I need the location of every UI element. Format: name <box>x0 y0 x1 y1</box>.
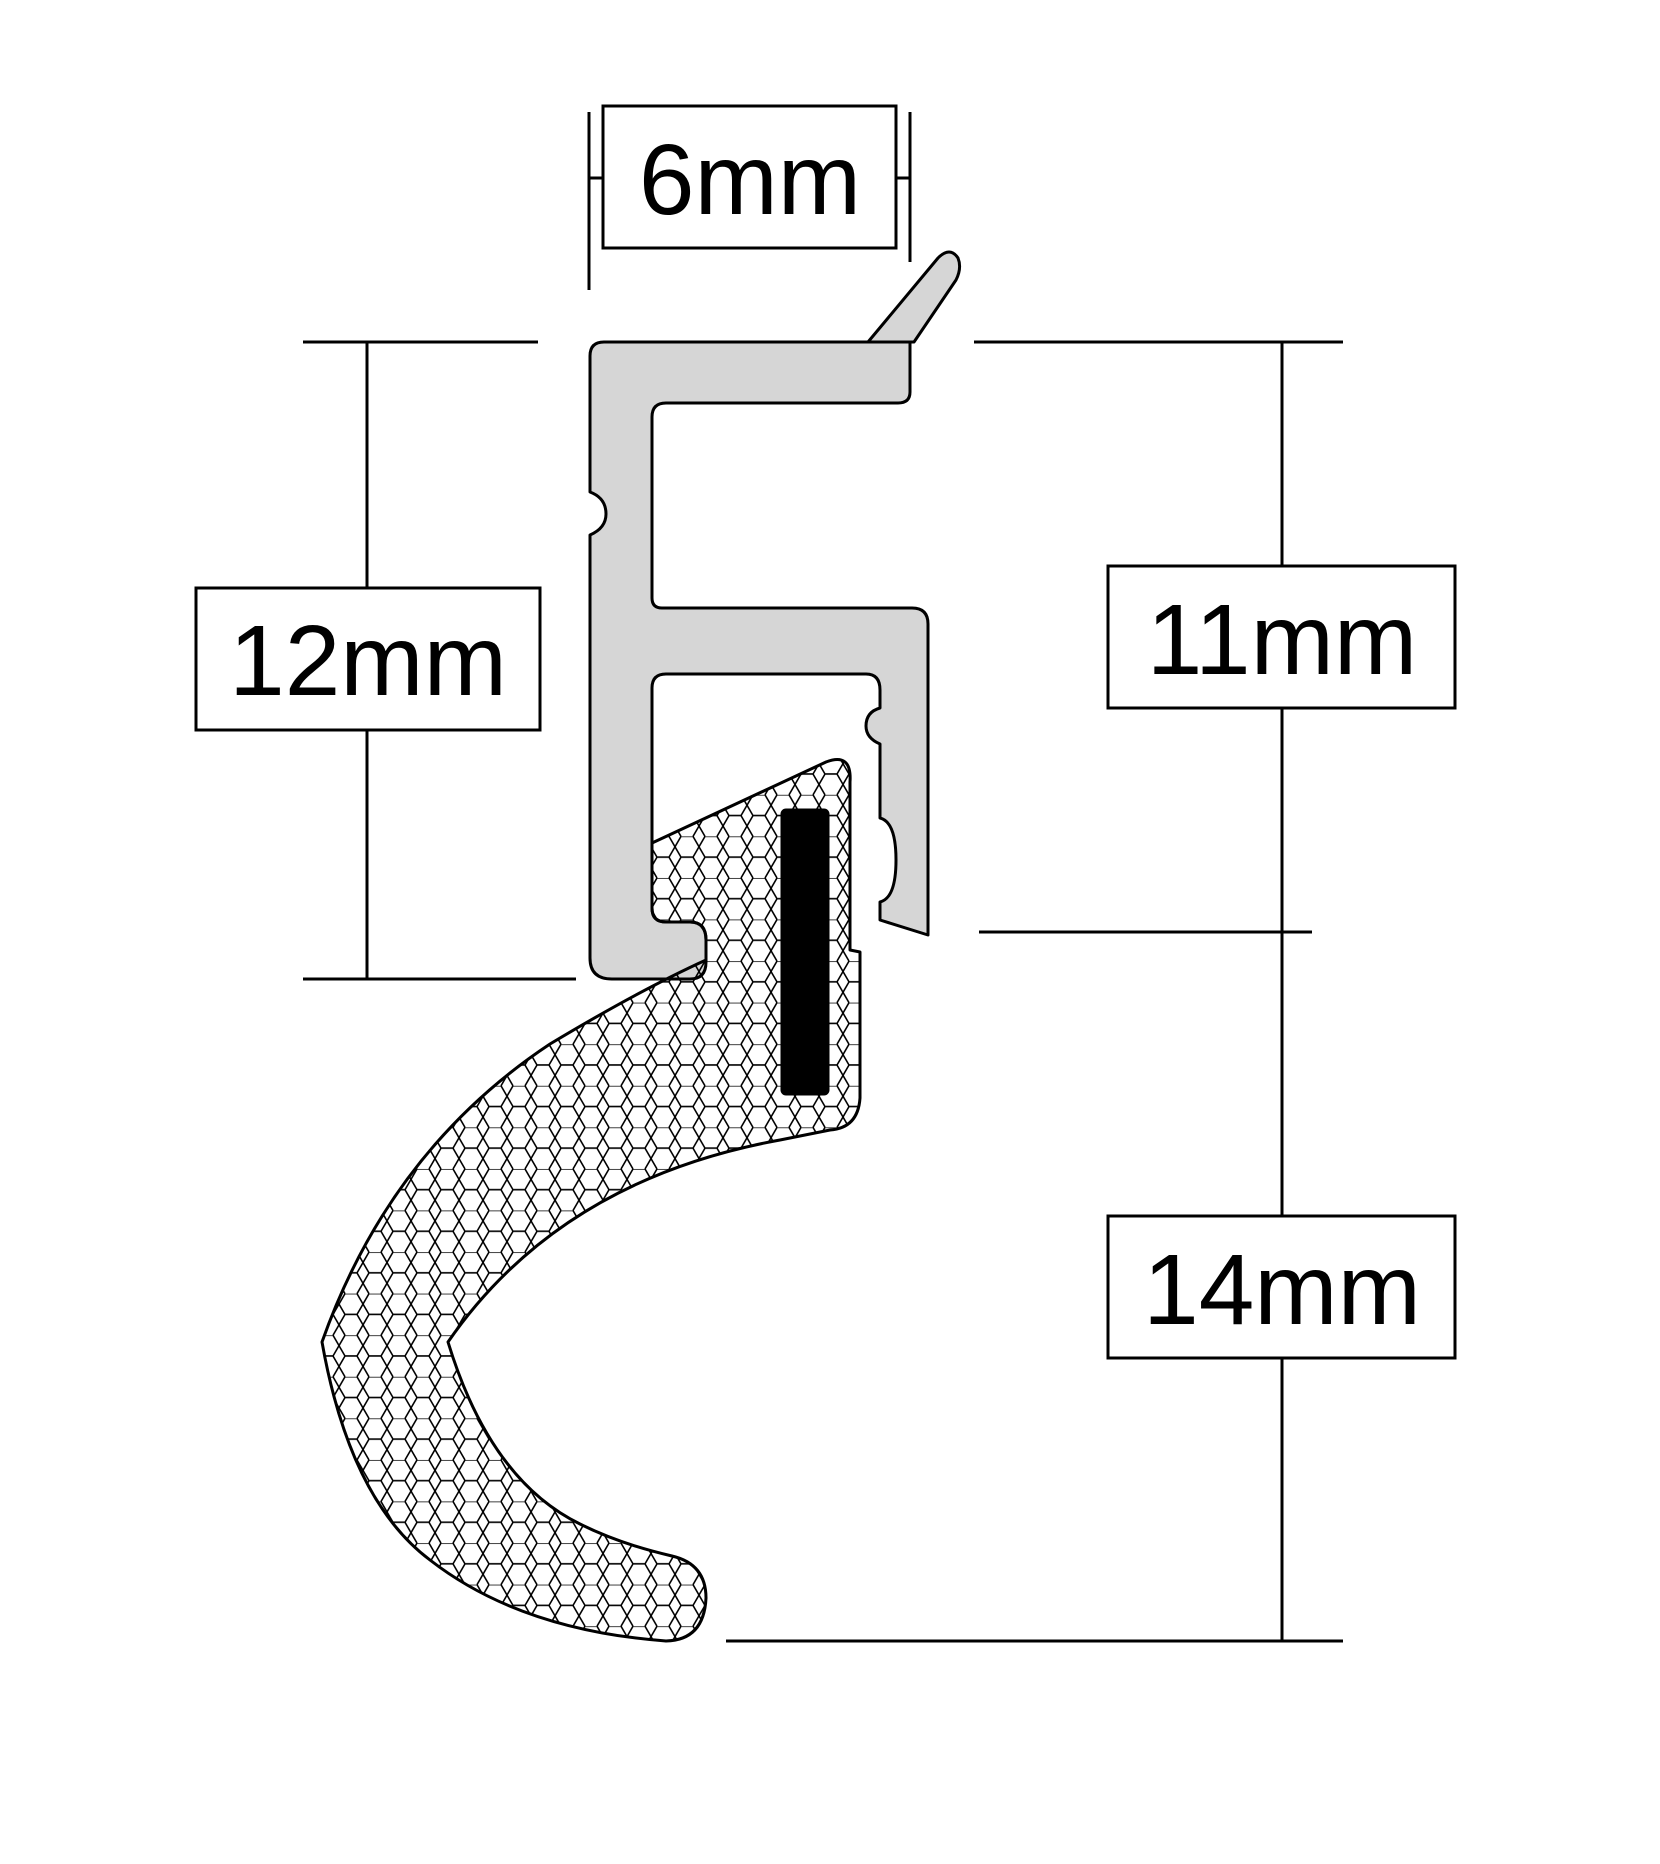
dimension-label-height-upper: 11mm <box>1147 584 1417 696</box>
black-insert-strip <box>780 808 830 1096</box>
dimension-label-box <box>601 104 898 250</box>
aluminium-carrier-profile <box>588 250 962 981</box>
foam-seal-body <box>320 758 862 1643</box>
dimension-label-height-lower: 14mm <box>1143 1234 1421 1346</box>
dimension-width-top: 6mm <box>587 104 912 290</box>
dimension-label-box-lower <box>1106 1214 1457 1360</box>
profile-body <box>588 340 930 981</box>
dimension-label-width: 6mm <box>639 124 861 236</box>
dimension-label-box-upper <box>1106 564 1457 710</box>
dimension-height-right: 11mm 14mm <box>726 340 1457 1643</box>
dimension-height-left: 12mm <box>194 340 576 981</box>
angled-lip <box>866 250 962 344</box>
foam-seal <box>320 758 862 1643</box>
dimension-label-height-left: 12mm <box>229 605 507 717</box>
dimension-label-box <box>194 586 542 732</box>
